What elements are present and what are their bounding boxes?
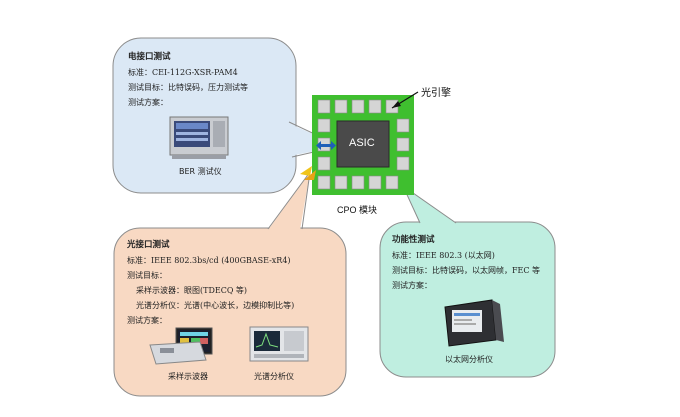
cpo-module-label: CPO 模块 [337,205,378,215]
ethernet-analyzer-image [444,299,504,347]
ber-tester-image [169,116,229,159]
ber-tester-caption: BER 测试仪 [179,167,222,176]
electrical-test-title: 电接口测试 [128,52,171,62]
optical-engine-arrow [392,101,401,108]
electrical-plan: 测试方案： [128,98,168,107]
electrical-link-icon [316,141,336,150]
optical-test-title: 光接口测试 [127,240,170,250]
functional-test-bubble [379,184,556,378]
asic-chip [336,120,390,168]
optical-goal: 测试目标： [127,271,167,280]
optical-plan: 测试方案： [127,316,167,325]
electrical-standard: 标准：CEI-112G-XSR-PAM4 [128,68,238,77]
electrical-test-text: 电接口测试 标准：CEI-112G-XSR-PAM4 测试目标：比特误码，压力测… [128,50,248,110]
functional-plan: 测试方案： [392,281,432,290]
functional-test-text: 功能性测试 标准：IEEE 802.3 (以太网) 测试目标：比特误码，以太网帧… [392,233,540,293]
optical-goal-item-1: 采样示波器：眼图(TDECQ 等) [136,286,248,295]
spectrum-analyzer-caption: 光谱分析仪 [254,372,294,381]
optical-goal-item-2: 光谱分析仪：光谱(中心波长，边模抑制比等) [136,301,295,310]
oscilloscope-caption: 采样示波器 [168,372,208,381]
asic-label: ASIC [349,137,375,149]
optical-link-icon [300,166,316,180]
electrical-goal: 测试目标：比特误码，压力测试等 [128,83,248,92]
optical-engine-label: 光引擎 [421,88,451,99]
functional-goal: 测试目标：比特误码，以太网帧，FEC 等 [392,266,541,275]
optical-standard: 标准：IEEE 802.3bs/cd (400GBASE-xR4) [127,256,291,265]
ethernet-analyzer-caption: 以太网分析仪 [445,355,493,364]
optical-engine-grid [317,99,410,190]
functional-test-title: 功能性测试 [392,235,435,245]
functional-standard: 标准：IEEE 802.3 (以太网) [392,251,495,260]
optical-spectrum-analyzer-image [249,326,309,362]
optical-test-text: 光接口测试 标准：IEEE 802.3bs/cd (400GBASE-xR4) … [127,238,294,328]
sampling-oscilloscope-image [149,327,213,365]
